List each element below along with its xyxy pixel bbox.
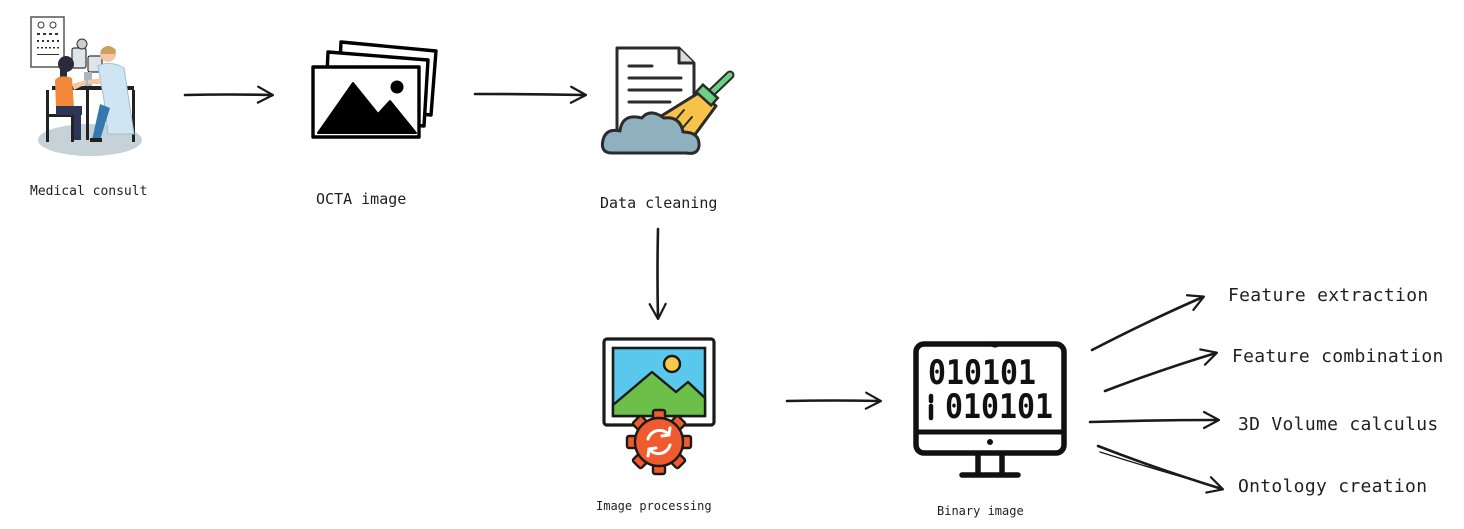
label-binary-image: Binary image <box>937 504 1024 518</box>
label-image-processing: Image processing <box>596 499 712 513</box>
arrows <box>183 85 1225 494</box>
label-feature-combination: Feature combination <box>1232 346 1444 367</box>
binary-monitor-icon: 010101 010101 <box>913 341 1067 478</box>
arrow-cleaning-to-processing <box>648 227 667 321</box>
arrow-binary-to-3d-volume <box>1088 410 1221 430</box>
arrow-binary-to-ontology <box>1096 444 1225 494</box>
eye-exam-icon <box>30 16 142 156</box>
arrow-octa-to-cleaning <box>473 85 588 104</box>
image-stack-icon <box>311 40 438 139</box>
label-medical-consult: Medical consult <box>30 184 148 199</box>
arrow-binary-to-feature-extraction <box>1090 294 1206 352</box>
arrow-processing-to-binary <box>785 391 883 410</box>
label-3d-volume-calculus: 3D Volume calculus <box>1238 414 1439 435</box>
label-data-cleaning: Data cleaning <box>600 194 718 212</box>
arrow-binary-to-feature-combination <box>1103 348 1219 393</box>
document-broom-icon <box>600 46 735 155</box>
image-gear-icon <box>602 337 716 476</box>
binary-text-line-1: 010101 <box>928 353 1036 393</box>
binary-text-line-2: 010101 <box>945 387 1053 427</box>
label-feature-extraction: Feature extraction <box>1228 285 1429 306</box>
arrow-consult-to-octa <box>183 85 275 104</box>
label-octa-image: OCTA image <box>316 190 407 208</box>
label-ontology-creation: Ontology creation <box>1238 476 1428 497</box>
